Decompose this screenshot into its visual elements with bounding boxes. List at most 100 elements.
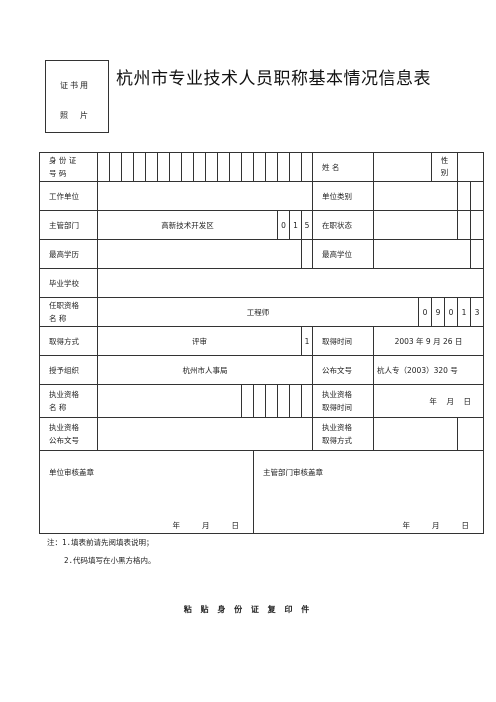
id-digit-box[interactable] <box>265 152 278 182</box>
row-title-name: 任职资格名 称 工程师 0 9 0 1 3 <box>39 297 484 327</box>
gender-field[interactable] <box>457 152 484 182</box>
degree-code-box[interactable] <box>470 239 484 269</box>
photo-label-line1: 证书用 <box>60 81 90 90</box>
id-number-label: 身 份 证号 码 <box>39 152 98 182</box>
practice-code-box[interactable] <box>277 384 290 418</box>
id-digit-box[interactable] <box>121 152 134 182</box>
education-code-box[interactable] <box>301 239 313 269</box>
title-name-label: 任职资格名 称 <box>39 297 98 327</box>
id-copy-caption: 粘 贴 身 份 证 复 印 件 <box>183 605 313 614</box>
row-grant-org: 授予组织 杭州市人事局 公布文号 杭人专（2003）320 号 <box>39 355 484 385</box>
department-code-digit[interactable]: 1 <box>289 210 302 240</box>
practice-code-box[interactable] <box>265 384 278 418</box>
title-code-digit[interactable]: 3 <box>470 297 484 327</box>
row-work-unit: 工作单位 单位类别 <box>39 181 484 211</box>
id-digit-box[interactable] <box>217 152 230 182</box>
row-id-number: 身 份 证号 码 姓 名 性别 <box>39 152 484 182</box>
id-digit-box[interactable] <box>181 152 194 182</box>
note-line-1: 注：1.填表前请先阅填表说明； <box>47 538 154 547</box>
id-digit-box[interactable] <box>229 152 242 182</box>
row-signatures: 单位审核盖章 年月日 主管部门审核盖章 年月日 <box>39 450 484 534</box>
unit-type-code-box[interactable] <box>470 181 484 211</box>
title-code-digit[interactable]: 9 <box>431 297 445 327</box>
row-education: 最高学历 最高学位 <box>39 239 484 269</box>
practice-time-field[interactable]: 年 月 日 <box>373 384 484 418</box>
form-title: 杭州市专业技术人员职称基本情况信息表 <box>116 69 431 89</box>
practice-method-field[interactable] <box>373 417 458 451</box>
id-digit-box[interactable] <box>157 152 170 182</box>
obtain-time-value[interactable]: 2003 年 9 月 26 日 <box>373 326 484 356</box>
obtain-time-label: 取得时间 <box>312 326 374 356</box>
practice-code-box[interactable] <box>301 384 313 418</box>
method-code-digit[interactable]: 1 <box>301 326 313 356</box>
id-digit-box[interactable] <box>241 152 254 182</box>
id-digit-box[interactable] <box>145 152 158 182</box>
unit-seal-cell[interactable]: 单位审核盖章 年月日 <box>39 450 254 534</box>
name-field[interactable] <box>373 152 432 182</box>
department-label: 主管部门 <box>39 210 98 240</box>
doc-number-label: 公布文号 <box>312 355 374 385</box>
gender-label: 性别 <box>431 152 458 182</box>
id-digit-box[interactable] <box>253 152 266 182</box>
department-value[interactable]: 高新技术开发区 <box>97 210 278 240</box>
photo-label-line2: 照片 <box>60 111 88 120</box>
unit-type-field[interactable] <box>373 181 458 211</box>
unit-type-label: 单位类别 <box>312 181 374 211</box>
school-label: 毕业学校 <box>39 268 98 298</box>
work-unit-field[interactable] <box>97 181 313 211</box>
method-label: 取得方式 <box>39 326 98 356</box>
title-code-digit[interactable]: 1 <box>457 297 471 327</box>
row-practice-doc: 执业资格公布文号 执业资格取得方式 <box>39 417 484 451</box>
dept-seal-cell[interactable]: 主管部门审核盖章 年月日 <box>253 450 484 534</box>
unit-seal-label: 单位审核盖章 <box>49 468 94 477</box>
practice-code-box[interactable] <box>253 384 266 418</box>
practice-time-label: 执业资格取得时间 <box>312 384 374 418</box>
id-digit-box[interactable] <box>301 152 313 182</box>
unit-type-code-box[interactable] <box>457 181 471 211</box>
id-digit-box[interactable] <box>205 152 218 182</box>
id-digit-box[interactable] <box>193 152 206 182</box>
doc-number-value[interactable]: 杭人专（2003）320 号 <box>373 355 484 385</box>
dept-seal-label: 主管部门审核盖章 <box>263 468 323 477</box>
practice-name-field[interactable] <box>97 384 242 418</box>
practice-code-box[interactable] <box>289 384 302 418</box>
title-code-digit[interactable]: 0 <box>444 297 458 327</box>
id-digit-box[interactable] <box>97 152 110 182</box>
practice-doc-field[interactable] <box>97 417 313 451</box>
row-school: 毕业学校 <box>39 268 484 298</box>
practice-method-code-box[interactable] <box>457 417 484 451</box>
note-line-2: 2.代码填写在小黑方格内。 <box>64 556 156 565</box>
id-digit-box[interactable] <box>109 152 122 182</box>
dept-seal-date: 年月日 <box>402 521 470 530</box>
info-table: 身 份 证号 码 姓 名 性别 工作单位 单位类别 主管部门 高新技术开发区 0… <box>39 152 484 534</box>
department-code-digit[interactable]: 0 <box>277 210 290 240</box>
grant-org-label: 授予组织 <box>39 355 98 385</box>
grant-org-value[interactable]: 杭州市人事局 <box>97 355 313 385</box>
photo-box <box>45 60 109 133</box>
practice-code-box[interactable] <box>241 384 254 418</box>
id-digit-box[interactable] <box>289 152 302 182</box>
method-value[interactable]: 评审 <box>97 326 302 356</box>
highest-degree-label: 最高学位 <box>312 239 374 269</box>
row-practice-name: 执业资格名 称 执业资格取得时间 年 月 日 <box>39 384 484 418</box>
id-digit-box[interactable] <box>277 152 290 182</box>
practice-method-label: 执业资格取得方式 <box>312 417 374 451</box>
status-field[interactable] <box>373 210 458 240</box>
name-label: 姓 名 <box>312 152 374 182</box>
highest-degree-field[interactable] <box>373 239 471 269</box>
id-digit-box[interactable] <box>169 152 182 182</box>
status-code-box[interactable] <box>457 210 471 240</box>
unit-seal-date: 年月日 <box>172 521 240 530</box>
school-field[interactable] <box>97 268 484 298</box>
department-code-digit[interactable]: 5 <box>301 210 313 240</box>
highest-education-label: 最高学历 <box>39 239 98 269</box>
highest-education-field[interactable] <box>97 239 302 269</box>
row-method: 取得方式 评审 1 取得时间 2003 年 9 月 26 日 <box>39 326 484 356</box>
title-code-digit[interactable]: 0 <box>418 297 432 327</box>
status-label: 在职状态 <box>312 210 374 240</box>
id-digit-box[interactable] <box>133 152 146 182</box>
status-code-box[interactable] <box>470 210 484 240</box>
work-unit-label: 工作单位 <box>39 181 98 211</box>
title-name-value[interactable]: 工程师 <box>97 297 419 327</box>
row-department: 主管部门 高新技术开发区 0 1 5 在职状态 <box>39 210 484 240</box>
